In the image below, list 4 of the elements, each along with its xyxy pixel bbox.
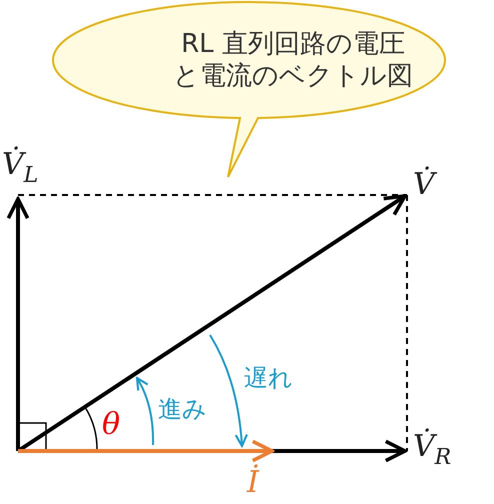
- angle-note: 進み: [158, 397, 207, 421]
- bubble-text: RL 直列回路の電圧と電流のベクトル図: [172, 29, 414, 93]
- angle-label: θ: [102, 410, 120, 440]
- angle-note: 遅れ: [244, 366, 293, 390]
